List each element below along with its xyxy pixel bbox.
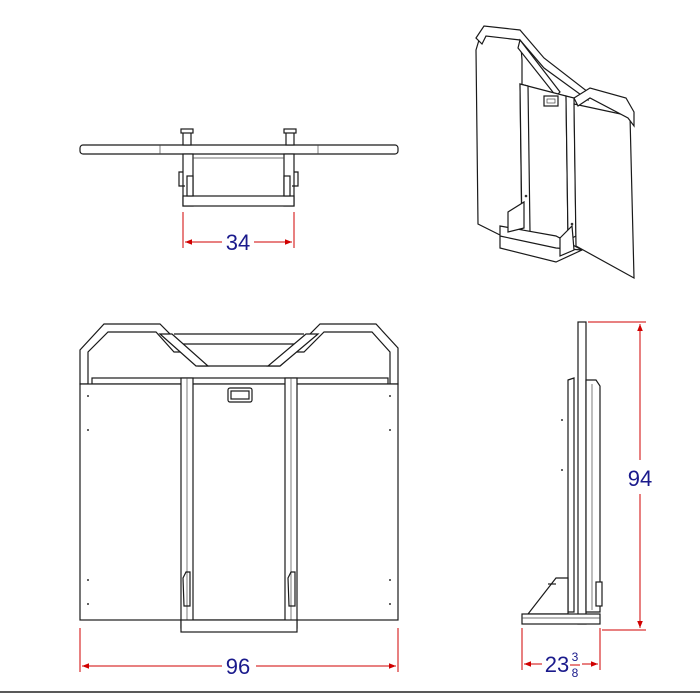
- side-view: 94 23 3 8: [521, 321, 652, 680]
- dim-front-width: 96: [226, 654, 250, 679]
- front-view: 96: [79, 323, 399, 679]
- dim-side-depth-numerator: 3: [572, 650, 579, 664]
- dim-top-width: 34: [226, 230, 250, 255]
- dim-side-depth-whole: 23: [545, 652, 569, 677]
- dim-side-height: 94: [628, 466, 652, 491]
- top-view: 34: [79, 128, 399, 255]
- dim-side-depth-denominator: 8: [572, 666, 579, 680]
- isometric-view: [475, 25, 635, 280]
